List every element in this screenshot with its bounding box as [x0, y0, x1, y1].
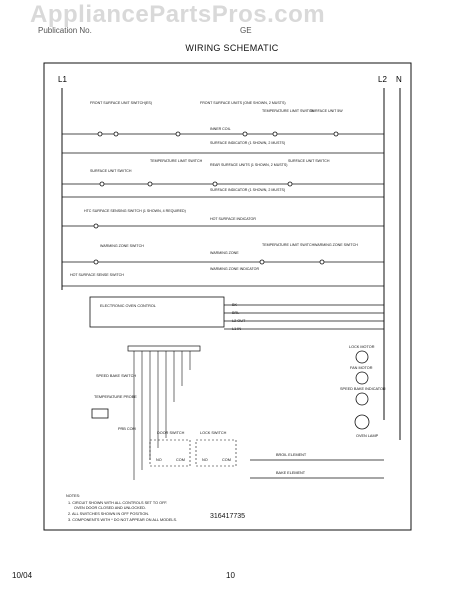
temp-limit-switch-2-label: TEMPERATURE LIMIT SWITCH — [150, 159, 203, 163]
door-switch-no-label: NO — [156, 458, 162, 462]
surface-unit-5w-label: SURFACE UNIT 5W — [310, 109, 343, 113]
temp-probe-symbol — [91, 408, 109, 419]
lock-switch-no-label: NO — [202, 458, 208, 462]
temp-probe-label: TEMPERATURE PROBE — [94, 395, 137, 399]
brand-header: GE — [240, 26, 252, 35]
footer-date: 10/04 — [12, 571, 33, 580]
note-2: 2. ALL SWITCHES SHOWN IN OFF POSITION. — [68, 512, 149, 516]
schematic-border — [43, 62, 412, 531]
note-1: 1. CIRCUIT SHOWN WITH ALL CONTROLS SET T… — [68, 501, 167, 505]
hot-surface-sensing-label: HTC SURFACE SENSING SWITCH (1 SHOWN, 4 R… — [84, 209, 186, 213]
lock-motor-label: LOCK MOTOR — [349, 345, 375, 349]
surface-indicator-2-label: SURFACE INDICATOR (1 SHOWN, 2 MUSTS) — [210, 188, 285, 192]
fan-motor-symbol — [355, 371, 369, 385]
connector-strip — [127, 345, 201, 352]
broil-element-label: BROIL ELEMENT — [276, 453, 307, 457]
speed-bake-indicator-symbol — [355, 392, 369, 406]
note-3: 3. COMPONENTS WITH * DO NOT APPEAR ON AL… — [68, 518, 177, 522]
door-switch-box — [149, 439, 191, 467]
footer-page-number: 10 — [226, 571, 235, 580]
hot-surface-sense-label: HOT SURFACE SENSE SWITCH — [70, 273, 124, 277]
lock-switch-box — [195, 439, 237, 467]
front-surface-switch-label: FRONT SURFACE UNIT SWITCH(ES) — [90, 101, 152, 105]
fan-motor-label: FAN MOTOR — [350, 366, 373, 370]
temp-limit-switch-3-label: TEMPERATURE LIMIT SWITCH — [262, 243, 315, 247]
inner-coil-label: INNER COIL — [210, 127, 231, 131]
speed-bake-indicator-label: SPEED BAKE INDICATOR — [340, 387, 386, 391]
temp-limit-switch-label: TEMPERATURE LIMIT SWITCH — [262, 109, 315, 113]
warming-zone-label: WARMING ZONE — [210, 251, 239, 255]
lock-switch-com-label: COM — [222, 458, 231, 462]
surface-unit-switch-label: SURFACE UNIT SWITCH — [90, 169, 132, 173]
note-1b: OVEN DOOR CLOSED AND UNLOCKED. — [74, 506, 146, 510]
switch-contacts — [93, 131, 339, 265]
oven-control-label: ELECTRONIC OVEN CONTROL — [100, 304, 156, 308]
electronic-oven-control-box — [89, 296, 225, 328]
rail-n-label: N — [396, 75, 402, 84]
warming-zone-switch-label: WARMING ZONE SWITCH — [100, 244, 144, 248]
front-surface-units-label: FRONT SURFACE UNITS (ONE SHOWN, 2 MUSTS) — [200, 101, 286, 105]
door-switch-label: DOOR SWITCH — [157, 431, 185, 435]
door-switch-com-label: COM — [176, 458, 185, 462]
connector-leads — [133, 351, 191, 480]
rear-surface-units-label: REAR SURFACE UNITS (1 SHOWN, 2 MUSTS) — [210, 163, 287, 167]
rail-l2-label: L2 — [378, 75, 387, 84]
page-title: WIRING SCHEMATIC — [185, 43, 279, 53]
lock-motor-symbol — [355, 350, 369, 364]
publication-header: Publication No. — [38, 26, 92, 35]
warming-zone-switch-2-label: WARMING ZONE SWITCH — [314, 243, 358, 247]
oven-lamp-symbol — [354, 414, 370, 430]
watermark: AppliancePartsPros.com — [30, 1, 326, 28]
rail-l1-label: L1 — [58, 75, 67, 84]
part-number: 316417735 — [210, 513, 245, 520]
surface-unit-switch-2-label: SURFACE UNIT SWITCH — [288, 159, 330, 163]
hot-surface-indicator-label: HOT SURFACE INDICATOR — [210, 217, 256, 221]
lock-switch-label: LOCK SWITCH — [200, 431, 227, 435]
oven-lamp-label: OVEN LAMP — [356, 434, 379, 438]
surface-indicator-label: SURFACE INDICATOR (1 SHOWN, 2 MUSTS) — [210, 141, 285, 145]
notes-heading: NOTES: — [66, 494, 80, 498]
probe-com-label: PRB COM — [118, 427, 136, 431]
speed-bake-switch-label: SPEED BAKE SWITCH — [96, 374, 136, 378]
warming-zone-indicator-label: WARMING ZONE INDICATOR — [210, 267, 259, 271]
control-leads — [224, 304, 384, 330]
bake-element-label: BAKE ELEMENT — [276, 471, 306, 475]
